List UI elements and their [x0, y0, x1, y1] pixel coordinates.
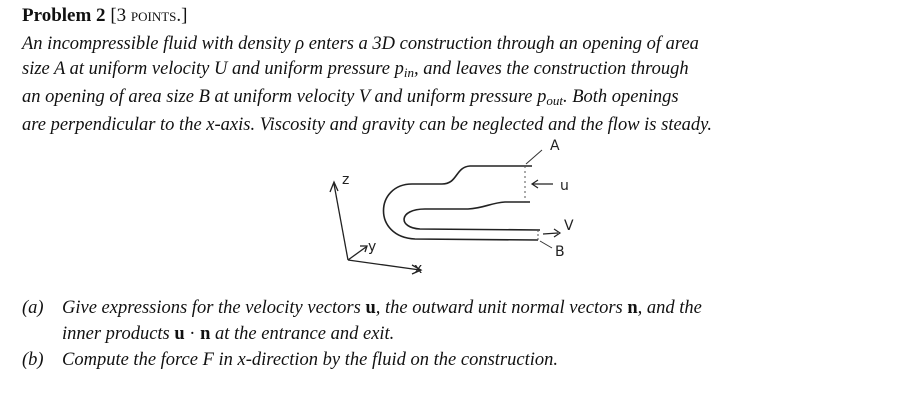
part-a-line-1: Give expressions for the velocity vector… — [62, 295, 912, 321]
part-text: inner products — [62, 324, 175, 344]
leader-B — [539, 240, 553, 249]
vector-n: n — [627, 298, 638, 318]
part-text: Give expressions for the velocity vector… — [62, 298, 366, 318]
x-axis-arrowhead — [411, 264, 423, 275]
subscript-out: out — [546, 93, 563, 108]
part-b-label: (b) — [22, 350, 44, 370]
symbol-p-in: p — [394, 59, 404, 79]
construction-diagram: z y x A u V B — [329, 138, 574, 277]
statement-line-3: an opening of area size B at uniform vel… — [22, 85, 912, 113]
dot-operator: · — [184, 324, 201, 344]
statement-text: at uniform velocity — [65, 59, 215, 79]
label-V: V — [564, 218, 574, 234]
statement-text: and uniform pressure — [227, 59, 395, 79]
construction-outer-wall — [382, 165, 539, 241]
axis-y-label: y — [368, 239, 376, 255]
part-text: at the entrance and exit. — [210, 324, 395, 344]
coordinate-axes — [329, 180, 423, 275]
statement-line-4: are perpendicular to the x-axis. Viscosi… — [22, 115, 712, 135]
problem-parts: (a) Give expressions for the velocity ve… — [22, 295, 912, 373]
construction-body — [382, 165, 541, 241]
axis-z-label: z — [342, 172, 349, 188]
label-u: u — [560, 178, 569, 194]
subscript-in: in — [403, 65, 414, 80]
problem-heading: Problem 2 — [22, 5, 106, 26]
problem-points: [3 points.] — [110, 5, 188, 26]
label-A: A — [550, 138, 560, 154]
symbol-V: V — [358, 87, 370, 107]
symbol-U: U — [214, 59, 228, 79]
vector-u: u — [174, 324, 185, 344]
statement-text: . Both openings — [562, 87, 679, 107]
statement-text: at uniform velocity — [209, 87, 359, 107]
velocity-u-arrowhead — [530, 179, 539, 189]
statement-text: and uniform pressure — [369, 87, 538, 107]
vector-u: u — [365, 298, 376, 318]
part-b: (b) Compute the force F in x-direction b… — [22, 347, 912, 373]
statement-text: size — [22, 59, 55, 79]
construction-inner-wall — [403, 201, 541, 231]
statement-line-2: size A at uniform velocity U and uniform… — [22, 57, 912, 85]
symbol-rho: ρ — [295, 34, 305, 54]
symbol-p-out: p — [537, 87, 547, 107]
vector-n: n — [200, 324, 211, 344]
statement-text: an opening of area size — [22, 87, 199, 107]
statement-text: , and leaves the construction through — [413, 59, 689, 79]
y-axis-arrowhead — [360, 245, 368, 253]
statement-text: enters a 3D construction through an open… — [304, 34, 699, 54]
part-a: (a) Give expressions for the velocity ve… — [22, 295, 912, 347]
part-a-line-2: inner products u · n at the entrance and… — [62, 321, 912, 347]
z-axis-line — [333, 183, 349, 261]
x-axis-line — [347, 259, 421, 271]
symbol-B: B — [198, 87, 210, 107]
part-text: , the outward unit normal vectors — [375, 298, 628, 318]
part-a-label: (a) — [22, 298, 44, 318]
statement-line-1: An incompressible fluid with density ρ e… — [22, 32, 912, 57]
velocity-V-arrowhead — [553, 228, 562, 238]
part-text: , and the — [637, 298, 702, 318]
problem-title: Problem 2 [3 points.] — [22, 4, 187, 28]
leader-A — [525, 149, 543, 165]
problem-statement: An incompressible fluid with density ρ e… — [22, 32, 912, 138]
part-b-text: Compute the force F in x-direction by th… — [62, 350, 558, 370]
y-axis-line — [347, 246, 367, 261]
statement-text: An incompressible fluid with density — [22, 34, 296, 54]
velocity-V-arrow — [542, 232, 559, 235]
symbol-A: A — [54, 59, 66, 79]
axis-x-label: x — [414, 261, 422, 277]
label-B: B — [555, 244, 565, 260]
z-axis-arrowhead — [329, 180, 339, 193]
